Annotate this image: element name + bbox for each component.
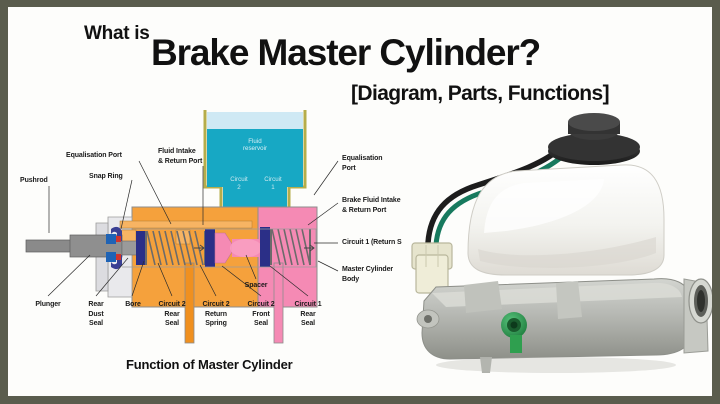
label-equalisation-port: Equalisation Port (66, 152, 122, 159)
label-equalisation-port-right: Equalisation Port (342, 155, 383, 172)
label-rear-dust-seal: Rear Dust Seal (88, 301, 104, 327)
svg-text:2: 2 (237, 184, 241, 191)
label-bore: Bore (125, 301, 141, 308)
svg-text:Fluid: Fluid (248, 138, 262, 145)
title-block: What is Brake Master Cylinder? [Diagram,… (8, 7, 712, 107)
label-snap-ring: Snap Ring (89, 173, 123, 180)
page-title: Brake Master Cylinder? (151, 32, 541, 73)
label-circuit-1-rear-seal: Circuit 1 Rear Seal (294, 301, 322, 327)
svg-text:Circuit: Circuit (264, 176, 282, 183)
label-brake-fluid-intake-return-port: Brake Fluid Intake & Return Port (342, 197, 401, 214)
diagram-caption: Function of Master Cylinder (126, 357, 293, 372)
title-eyebrow: What is (84, 23, 150, 44)
label-plunger: Plunger (35, 301, 61, 308)
svg-text:reservoir: reservoir (243, 145, 267, 152)
label-pushrod: Pushrod (20, 177, 48, 184)
label-circuit-2-front-seal: Circuit 2 Front Seal (247, 301, 275, 327)
label-master-cylinder-body: Master Cylinder Body (342, 266, 394, 283)
label-spacer: Spacer (244, 282, 268, 289)
label-circuit-1-return-spring: Circuit 1 (Return S (342, 239, 402, 246)
svg-text:1: 1 (271, 184, 275, 191)
slide-canvas: What is Brake Master Cylinder? [Diagram,… (8, 7, 712, 396)
title-subtitle: [Diagram, Parts, Functions] (351, 82, 610, 105)
label-circuit-2-return-spring: Circuit 2 Return Spring (202, 301, 230, 327)
cross-section-artwork: Fluid reservoir Circuit 2 Circuit 1 (25, 110, 318, 344)
svg-text:Circuit: Circuit (230, 176, 248, 183)
master-cylinder-photograph (406, 103, 712, 396)
leader-lines (47, 160, 339, 297)
photo-artwork (411, 113, 712, 373)
label-fluid-intake-return-port: Fluid Intake & Return Port (158, 148, 203, 165)
master-cylinder-cross-section-diagram: Fluid reservoir Circuit 2 Circuit 1 (8, 103, 428, 396)
label-circuit-2-rear-seal: Circuit 2 Rear Seal (158, 301, 186, 327)
